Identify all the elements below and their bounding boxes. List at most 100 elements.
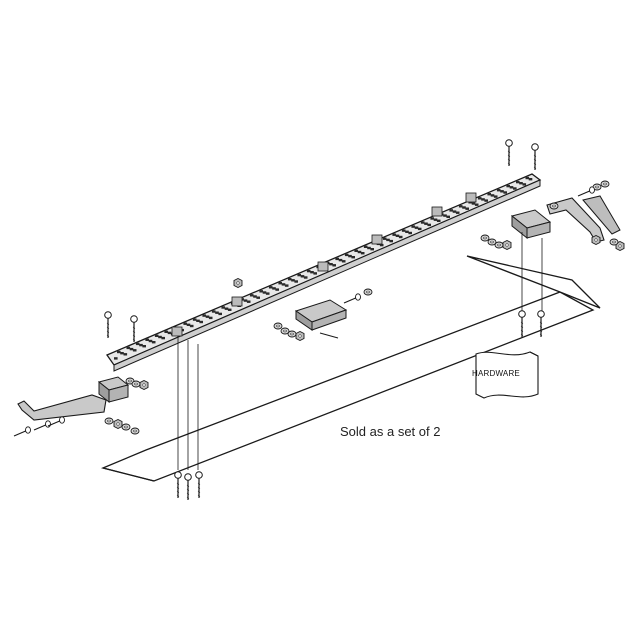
- tread-hole: [360, 252, 365, 255]
- tread-hole: [278, 282, 282, 285]
- tread-hole: [503, 191, 507, 194]
- tread-hole: [310, 271, 314, 274]
- tread-hole: [294, 280, 298, 283]
- tread-hole: [449, 209, 453, 212]
- tread-hole: [443, 214, 447, 217]
- washer-icon: [363, 288, 373, 296]
- tread-hole: [411, 225, 415, 228]
- tread-hole: [300, 275, 305, 278]
- tread-hole: [221, 306, 225, 309]
- tread-hole: [484, 199, 488, 202]
- tread-hole: [126, 346, 131, 350]
- center-mounting-bracket-icon: [294, 299, 348, 331]
- tread-hole: [227, 308, 232, 311]
- tread-hole: [284, 284, 289, 287]
- tread-hole: [344, 253, 349, 257]
- tread-hole: [519, 182, 523, 185]
- tread-hole: [303, 276, 308, 279]
- tread-hole: [211, 310, 216, 313]
- tread-hole: [196, 319, 200, 322]
- tread-hole: [151, 341, 156, 344]
- tread-hole: [455, 211, 460, 214]
- tread-hole: [114, 357, 118, 360]
- tread-hole: [154, 334, 159, 337]
- tread-hole: [335, 257, 339, 261]
- tread-hole: [408, 231, 412, 235]
- tread-hole: [129, 347, 134, 351]
- tread-hole: [405, 230, 409, 233]
- tread-hole: [506, 184, 510, 188]
- tread-hole: [401, 229, 406, 232]
- tread-hole: [199, 320, 203, 324]
- tread-hole: [474, 203, 479, 206]
- tread-hole: [189, 324, 194, 328]
- set-quantity-caption: Sold as a set of 2: [340, 424, 441, 439]
- tread-hole: [420, 221, 425, 224]
- tread-hole: [462, 206, 466, 209]
- right-support-arm-icon: [546, 195, 621, 243]
- tread-hole: [389, 239, 393, 243]
- nut-icon: [139, 380, 149, 390]
- nut-icon: [295, 331, 305, 341]
- washer-icon: [130, 427, 140, 435]
- tread-hole: [281, 283, 286, 286]
- tread-hole: [272, 287, 276, 290]
- carriage-bolt-icon: [174, 471, 182, 499]
- tread-hole: [192, 318, 197, 321]
- tread-hole: [275, 288, 279, 291]
- tread-hole: [117, 350, 121, 354]
- running-board: [106, 173, 542, 372]
- tread-hole: [287, 278, 292, 281]
- left-support-arm-icon: [17, 394, 107, 421]
- tread-hole: [268, 286, 273, 289]
- tread-hole: [158, 335, 162, 339]
- tread-hole: [477, 197, 482, 200]
- tread-hole: [354, 249, 358, 252]
- tread-hole: [500, 190, 504, 193]
- tread-hole: [329, 263, 333, 266]
- tread-hole: [513, 187, 517, 190]
- hardware-bag-icon: [475, 351, 539, 399]
- tread-hole: [424, 222, 428, 225]
- tread-hole: [379, 243, 384, 247]
- tread-hole: [123, 353, 128, 356]
- tread-hole: [186, 323, 191, 326]
- tread-hole: [516, 180, 520, 184]
- tread-hole: [430, 217, 434, 220]
- tread-hole: [291, 279, 295, 282]
- nut-icon: [113, 419, 123, 429]
- tread-hole: [332, 264, 336, 267]
- tread-hole: [161, 336, 165, 340]
- tread-hole: [120, 352, 124, 355]
- tread-hole: [446, 215, 450, 218]
- tread-hole: [395, 234, 400, 237]
- tread-hole: [370, 248, 374, 251]
- tread-hole: [145, 338, 149, 341]
- carriage-bolt-icon: [184, 473, 192, 501]
- tread-hole: [297, 273, 301, 277]
- tread-hole: [452, 210, 457, 213]
- tread-hole: [164, 330, 168, 333]
- tread-hole: [139, 343, 143, 347]
- tread-hole: [414, 226, 419, 229]
- tread-hole: [167, 331, 172, 335]
- tread-hole: [256, 296, 260, 299]
- tread-hole: [417, 227, 422, 231]
- washer-icon: [131, 380, 141, 388]
- assembly-guide-lines: [177, 232, 543, 470]
- lower-panel-upturn: [466, 255, 601, 309]
- tread-hole: [357, 250, 362, 254]
- tread-hole: [481, 198, 485, 201]
- carriage-bolt-icon: [531, 143, 539, 171]
- tread-hole: [392, 233, 396, 236]
- tread-hole: [458, 205, 463, 208]
- tread-hole: [313, 272, 317, 275]
- tread-hole: [246, 300, 251, 303]
- tread-hole: [398, 235, 403, 239]
- washer-icon: [494, 241, 504, 249]
- tread-hole: [215, 311, 219, 314]
- carriage-bolt-icon: [505, 139, 513, 167]
- tread-hole: [218, 312, 222, 316]
- tread-hole: [183, 322, 187, 325]
- tread-hole: [135, 342, 140, 346]
